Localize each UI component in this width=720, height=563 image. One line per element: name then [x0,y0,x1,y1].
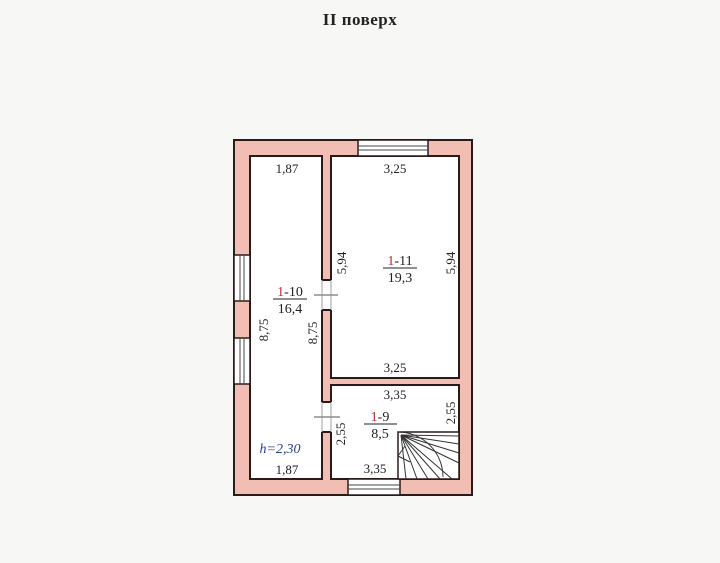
dim-1-11-top: 3,25 [384,161,407,176]
window-top [357,139,429,157]
dim-1-10-right: 8,75 [305,322,320,345]
dim-1-10-bottom: 1,87 [276,462,299,477]
room-1-11-number: 1-11 [387,254,412,269]
dim-1-11-left: 5,94 [334,251,349,274]
room-1-11-area [330,155,460,379]
dim-1-11-right: 5,94 [443,251,458,274]
dim-1-10-top: 1,87 [276,161,299,176]
staircase-icon [397,431,460,480]
room-1-11-area-value: 19,3 [388,271,413,286]
room-1-10-area [249,155,323,480]
floor-title: II поверх [322,10,398,29]
dim-1-9-left: 2,55 [333,423,348,446]
window-bottom [347,478,401,496]
dim-1-11-bottom: 3,25 [384,360,407,375]
window-left-lower [233,337,251,385]
dim-1-9-right: 2,55 [443,402,458,425]
room-1-10-number: 1-10 [277,285,303,300]
room-1-9-number: 1-9 [371,410,390,425]
door-1-10-to-1-9 [314,401,340,433]
ceiling-height: h=2,30 [260,442,301,457]
door-1-10-to-1-11 [314,279,338,311]
dim-1-9-bottom: 3,35 [364,461,387,476]
room-1-10-area-value: 16,4 [278,302,303,317]
dim-1-10-left: 8,75 [256,319,271,342]
room-1-9-area-value: 8,5 [371,427,389,442]
window-left-upper [233,254,251,302]
dim-1-9-top: 3,35 [384,387,407,402]
